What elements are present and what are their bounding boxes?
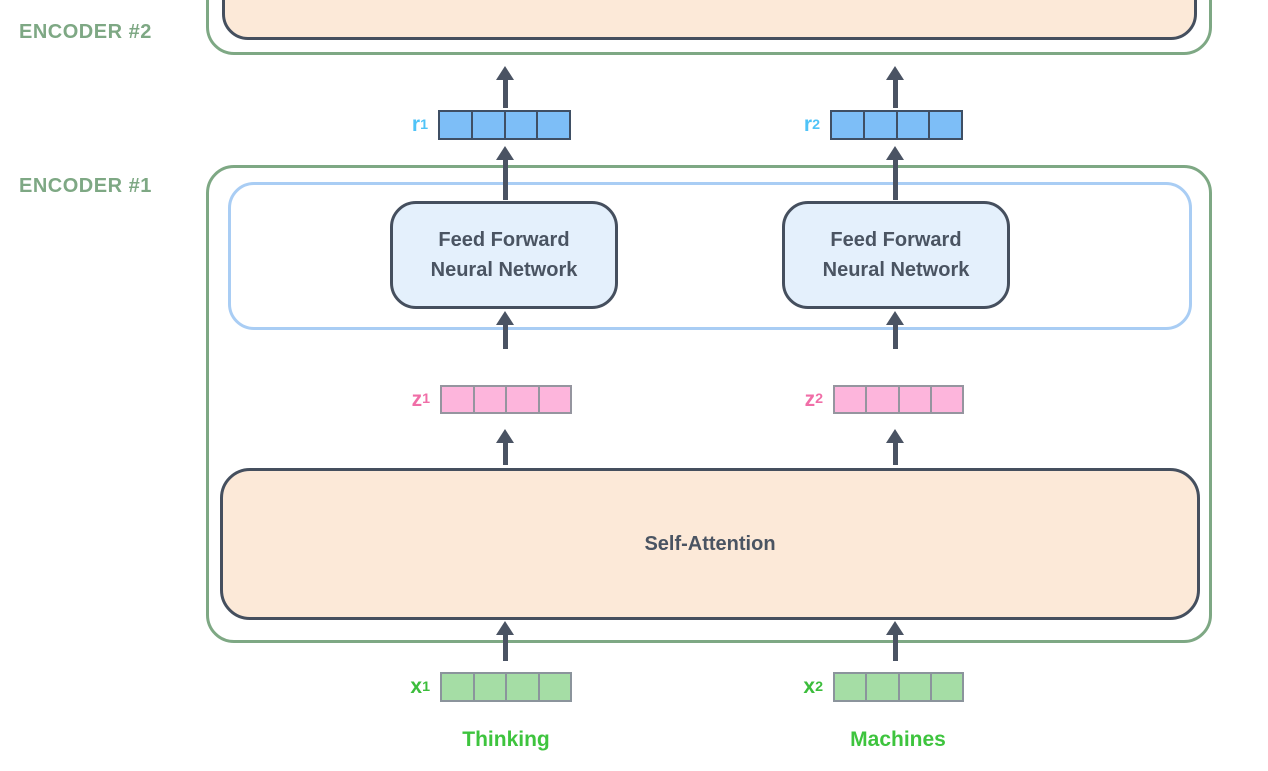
vector-label-x2-sub: 2 xyxy=(815,678,823,695)
vector-label-z1-sub: 1 xyxy=(422,391,430,408)
arrow-z1-to-ffnn1 xyxy=(496,311,514,349)
vector-cell xyxy=(475,674,507,700)
vector-label-x1-sub: 1 xyxy=(422,678,430,695)
encoder2-outline xyxy=(206,0,1212,55)
vector-label-r1-base: r xyxy=(411,113,421,136)
vector-cell xyxy=(867,674,900,700)
vector-cell xyxy=(835,387,868,412)
ffnn1-label: Feed Forward Neural Network xyxy=(430,229,578,281)
ffnn2-box: Feed Forward Neural Network xyxy=(782,201,1010,309)
ffnn1-box: Feed Forward Neural Network xyxy=(390,201,618,309)
arrow-x1-to-selfattention xyxy=(496,621,514,661)
arrow-r1-to-encoder2 xyxy=(496,66,514,108)
self-attention-box: Self-Attention xyxy=(220,468,1200,620)
vector-cell xyxy=(932,674,962,700)
word-token-machines: Machines xyxy=(850,728,946,751)
vector-label-z2-base: z xyxy=(804,387,816,411)
vector-cell xyxy=(867,387,900,412)
arrow-r2-to-encoder2 xyxy=(886,66,904,108)
arrow-selfattention-to-z1 xyxy=(496,429,514,465)
encoder2-self-attention-box xyxy=(222,0,1197,40)
vector-z2 xyxy=(833,385,964,414)
vector-label-z1-base: z xyxy=(411,387,423,411)
word-token-thinking: Thinking xyxy=(462,728,550,751)
vector-cell xyxy=(507,674,540,700)
vector-cell xyxy=(475,387,507,412)
vector-label-r1-sub: 1 xyxy=(420,116,428,133)
vector-r1 xyxy=(438,110,571,140)
vector-cell xyxy=(442,674,475,700)
encoder1-label: ENCODER #1 xyxy=(19,175,152,197)
vector-z1 xyxy=(440,385,572,414)
arrow-ffnn1-to-r1 xyxy=(496,146,514,200)
vector-cell xyxy=(835,674,868,700)
vector-label-x2-base: x xyxy=(803,675,816,698)
vector-cell xyxy=(930,112,961,138)
vector-x1 xyxy=(440,672,572,702)
vector-cell xyxy=(898,112,931,138)
arrow-ffnn2-to-r2 xyxy=(886,146,904,200)
vector-cell xyxy=(932,387,962,412)
ffnn2-label: Feed Forward Neural Network xyxy=(822,229,970,281)
vector-cell xyxy=(540,674,571,700)
vector-cell xyxy=(832,112,865,138)
vector-cell xyxy=(473,112,506,138)
vector-cell xyxy=(538,112,569,138)
encoder1-outline xyxy=(206,165,1212,643)
vector-r2 xyxy=(830,110,963,140)
vector-x2 xyxy=(833,672,964,702)
vector-cell xyxy=(442,387,475,412)
arrow-selfattention-to-z2 xyxy=(886,429,904,465)
vector-cell xyxy=(506,112,539,138)
arrow-x2-to-selfattention xyxy=(886,621,904,661)
vector-cell xyxy=(540,387,571,412)
vector-cell xyxy=(900,674,932,700)
vector-label-x1-base: x xyxy=(410,675,423,698)
arrow-z2-to-ffnn2 xyxy=(886,311,904,349)
vector-cell xyxy=(440,112,473,138)
encoder2-label: ENCODER #2 xyxy=(19,21,152,43)
vector-label-z2-sub: 2 xyxy=(815,391,823,408)
self-attention-label: Self-Attention xyxy=(644,533,776,555)
vector-cell xyxy=(865,112,898,138)
ffnn-layer-outline xyxy=(228,182,1192,330)
vector-cell xyxy=(900,387,932,412)
vector-label-r2-base: r xyxy=(803,113,813,136)
vector-cell xyxy=(507,387,540,412)
vector-label-r2-sub: 2 xyxy=(812,116,820,133)
